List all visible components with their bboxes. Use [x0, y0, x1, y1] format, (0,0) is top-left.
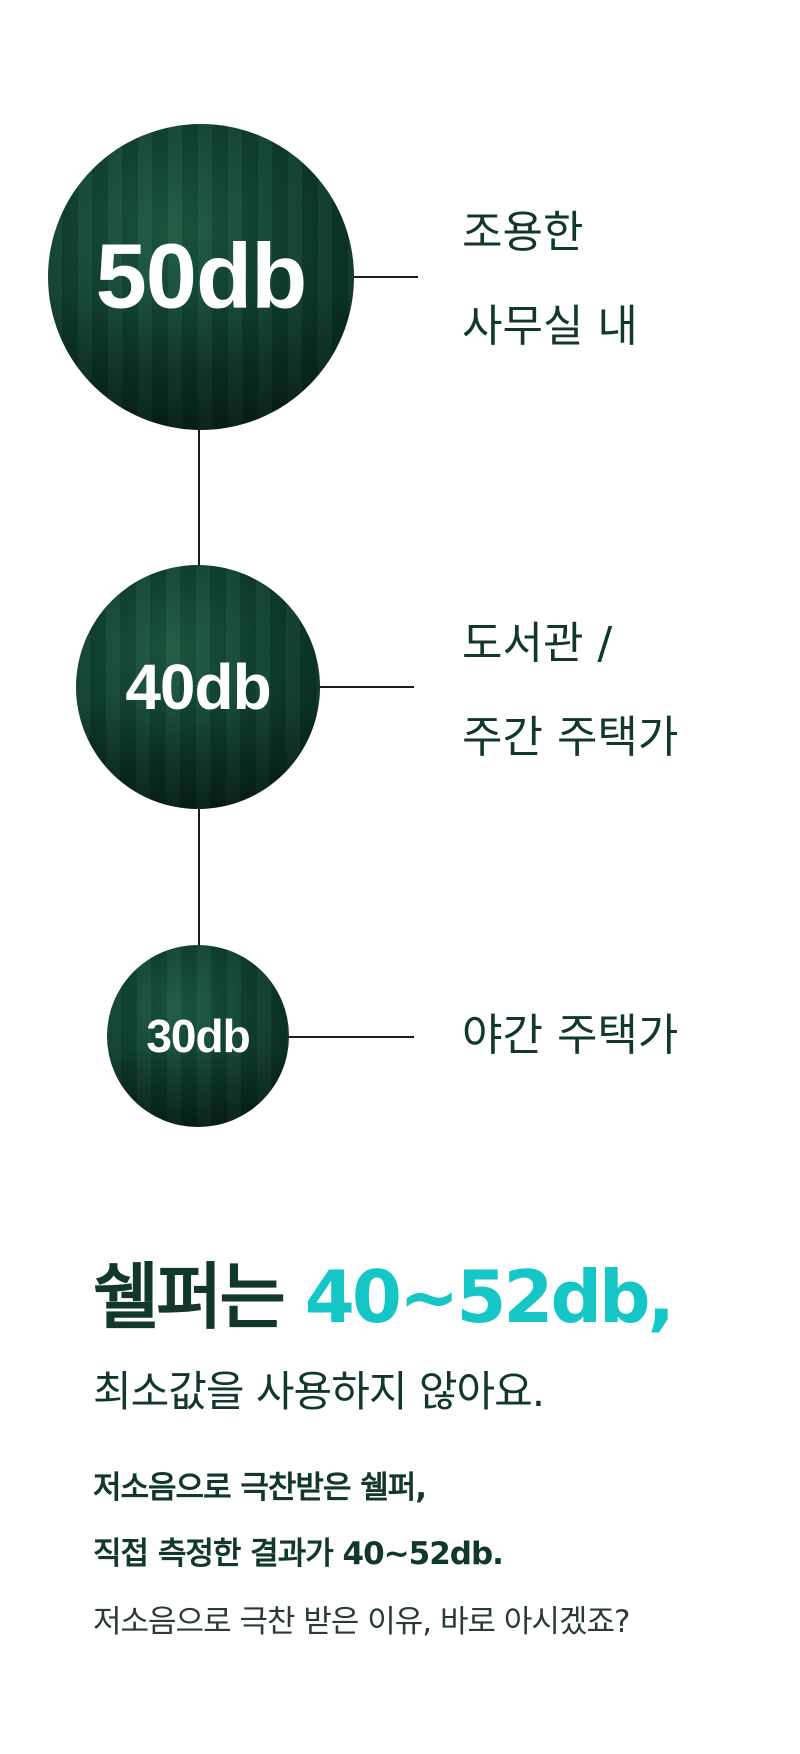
headline-highlight: 40~52db,	[304, 1255, 675, 1339]
body-bold-line-2: 직접 측정한 결과가 40~52db.	[93, 1536, 504, 1572]
connector-horizontal-50	[352, 276, 418, 278]
level-circle-50db: 50db	[48, 124, 354, 430]
level-label-50db: 조용한 사무실 내	[462, 186, 638, 374]
level-value: 50db	[95, 225, 308, 328]
level-label-40db: 도서관 / 주간 주택가	[462, 597, 678, 785]
subheadline: 최소값을 사용하지 않아요.	[93, 1367, 545, 1416]
label-line: 도서관 /	[462, 618, 613, 669]
headline-prefix: 쉘퍼는	[93, 1255, 305, 1339]
connector-vertical-2	[198, 808, 200, 948]
level-value: 40db	[125, 651, 271, 723]
label-line: 조용한	[462, 207, 584, 258]
level-circle-30db: 30db	[107, 945, 289, 1127]
label-line: 야간 주택가	[462, 1010, 679, 1061]
level-label-30db: 야간 주택가	[462, 989, 678, 1083]
level-value: 30db	[146, 1010, 250, 1062]
connector-horizontal-30	[288, 1036, 414, 1038]
label-line: 사무실 내	[462, 301, 638, 352]
body-light-line: 저소음으로 극찬 받은 이유, 바로 아시겠죠?	[93, 1604, 630, 1640]
connector-horizontal-40	[318, 686, 414, 688]
label-line: 주간 주택가	[462, 712, 679, 763]
headline: 쉘퍼는 40~52db,	[93, 1238, 675, 1343]
connector-vertical-1	[198, 428, 200, 566]
body-bold-line-1: 저소음으로 극찬받은 쉘퍼,	[93, 1470, 427, 1506]
level-circle-40db: 40db	[76, 565, 320, 809]
